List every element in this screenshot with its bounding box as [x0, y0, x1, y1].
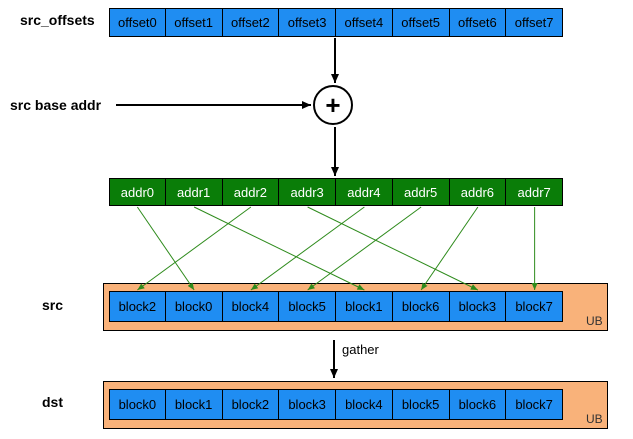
- addr5-to-src-slot-line: [307, 206, 422, 291]
- offset-cell-4: offset4: [335, 8, 393, 37]
- src-block-cell-1: block0: [164, 291, 223, 322]
- offset-cell-5: offset5: [391, 8, 450, 37]
- src-block-cell-7: block7: [505, 291, 563, 322]
- offset-cell-2: offset2: [221, 8, 280, 37]
- addr-cell-7: addr7: [505, 178, 563, 206]
- offset-cell-1: offset1: [164, 8, 223, 37]
- address-mapping-lines: [136, 206, 538, 291]
- dst-block-cell-5: block5: [391, 389, 450, 420]
- src-block-cell-6: block3: [448, 291, 507, 322]
- src-base-addr-label: src base addr: [10, 97, 102, 113]
- addr3-to-src-slot-line: [307, 206, 479, 291]
- addr6-to-src-slot-line: [420, 206, 479, 291]
- dst-block-cell-1: block1: [164, 389, 223, 420]
- addr-cell-5: addr5: [391, 178, 450, 206]
- dst-block-cell-6: block6: [448, 389, 507, 420]
- offset-cell-3: offset3: [278, 8, 336, 37]
- dst-ub-tag: UB: [586, 412, 603, 426]
- addr-cell-6: addr6: [448, 178, 507, 206]
- offset-cell-6: offset6: [448, 8, 507, 37]
- addr0-to-src-slot-line: [136, 206, 195, 291]
- gather-label: gather: [342, 342, 379, 357]
- dst-block-cell-4: block4: [335, 389, 393, 420]
- src-label: src: [42, 297, 64, 313]
- addr-cell-4: addr4: [335, 178, 393, 206]
- src-block-cell-2: block4: [221, 291, 280, 322]
- addr-cell-2: addr2: [221, 178, 280, 206]
- addr-cell-3: addr3: [278, 178, 336, 206]
- src-offsets-label: src_offsets: [20, 12, 95, 28]
- src-block-cell-0: block2: [109, 291, 166, 322]
- dst-block-cell-3: block3: [278, 389, 336, 420]
- addr4-to-src-slot-line: [250, 206, 365, 291]
- offset-cell-7: offset7: [505, 8, 563, 37]
- add-operator-icon: +: [313, 85, 353, 125]
- dst-label: dst: [42, 394, 63, 410]
- src-block-cell-3: block5: [278, 291, 336, 322]
- dst-block-cell-2: block2: [221, 389, 280, 420]
- addr1-to-src-slot-line: [193, 206, 365, 291]
- dst-block-cell-7: block7: [505, 389, 563, 420]
- addr2-to-src-slot-line: [137, 206, 252, 291]
- dst-block-cell-0: block0: [109, 389, 166, 420]
- src-block-cell-5: block6: [391, 291, 450, 322]
- src-ub-tag: UB: [586, 314, 603, 328]
